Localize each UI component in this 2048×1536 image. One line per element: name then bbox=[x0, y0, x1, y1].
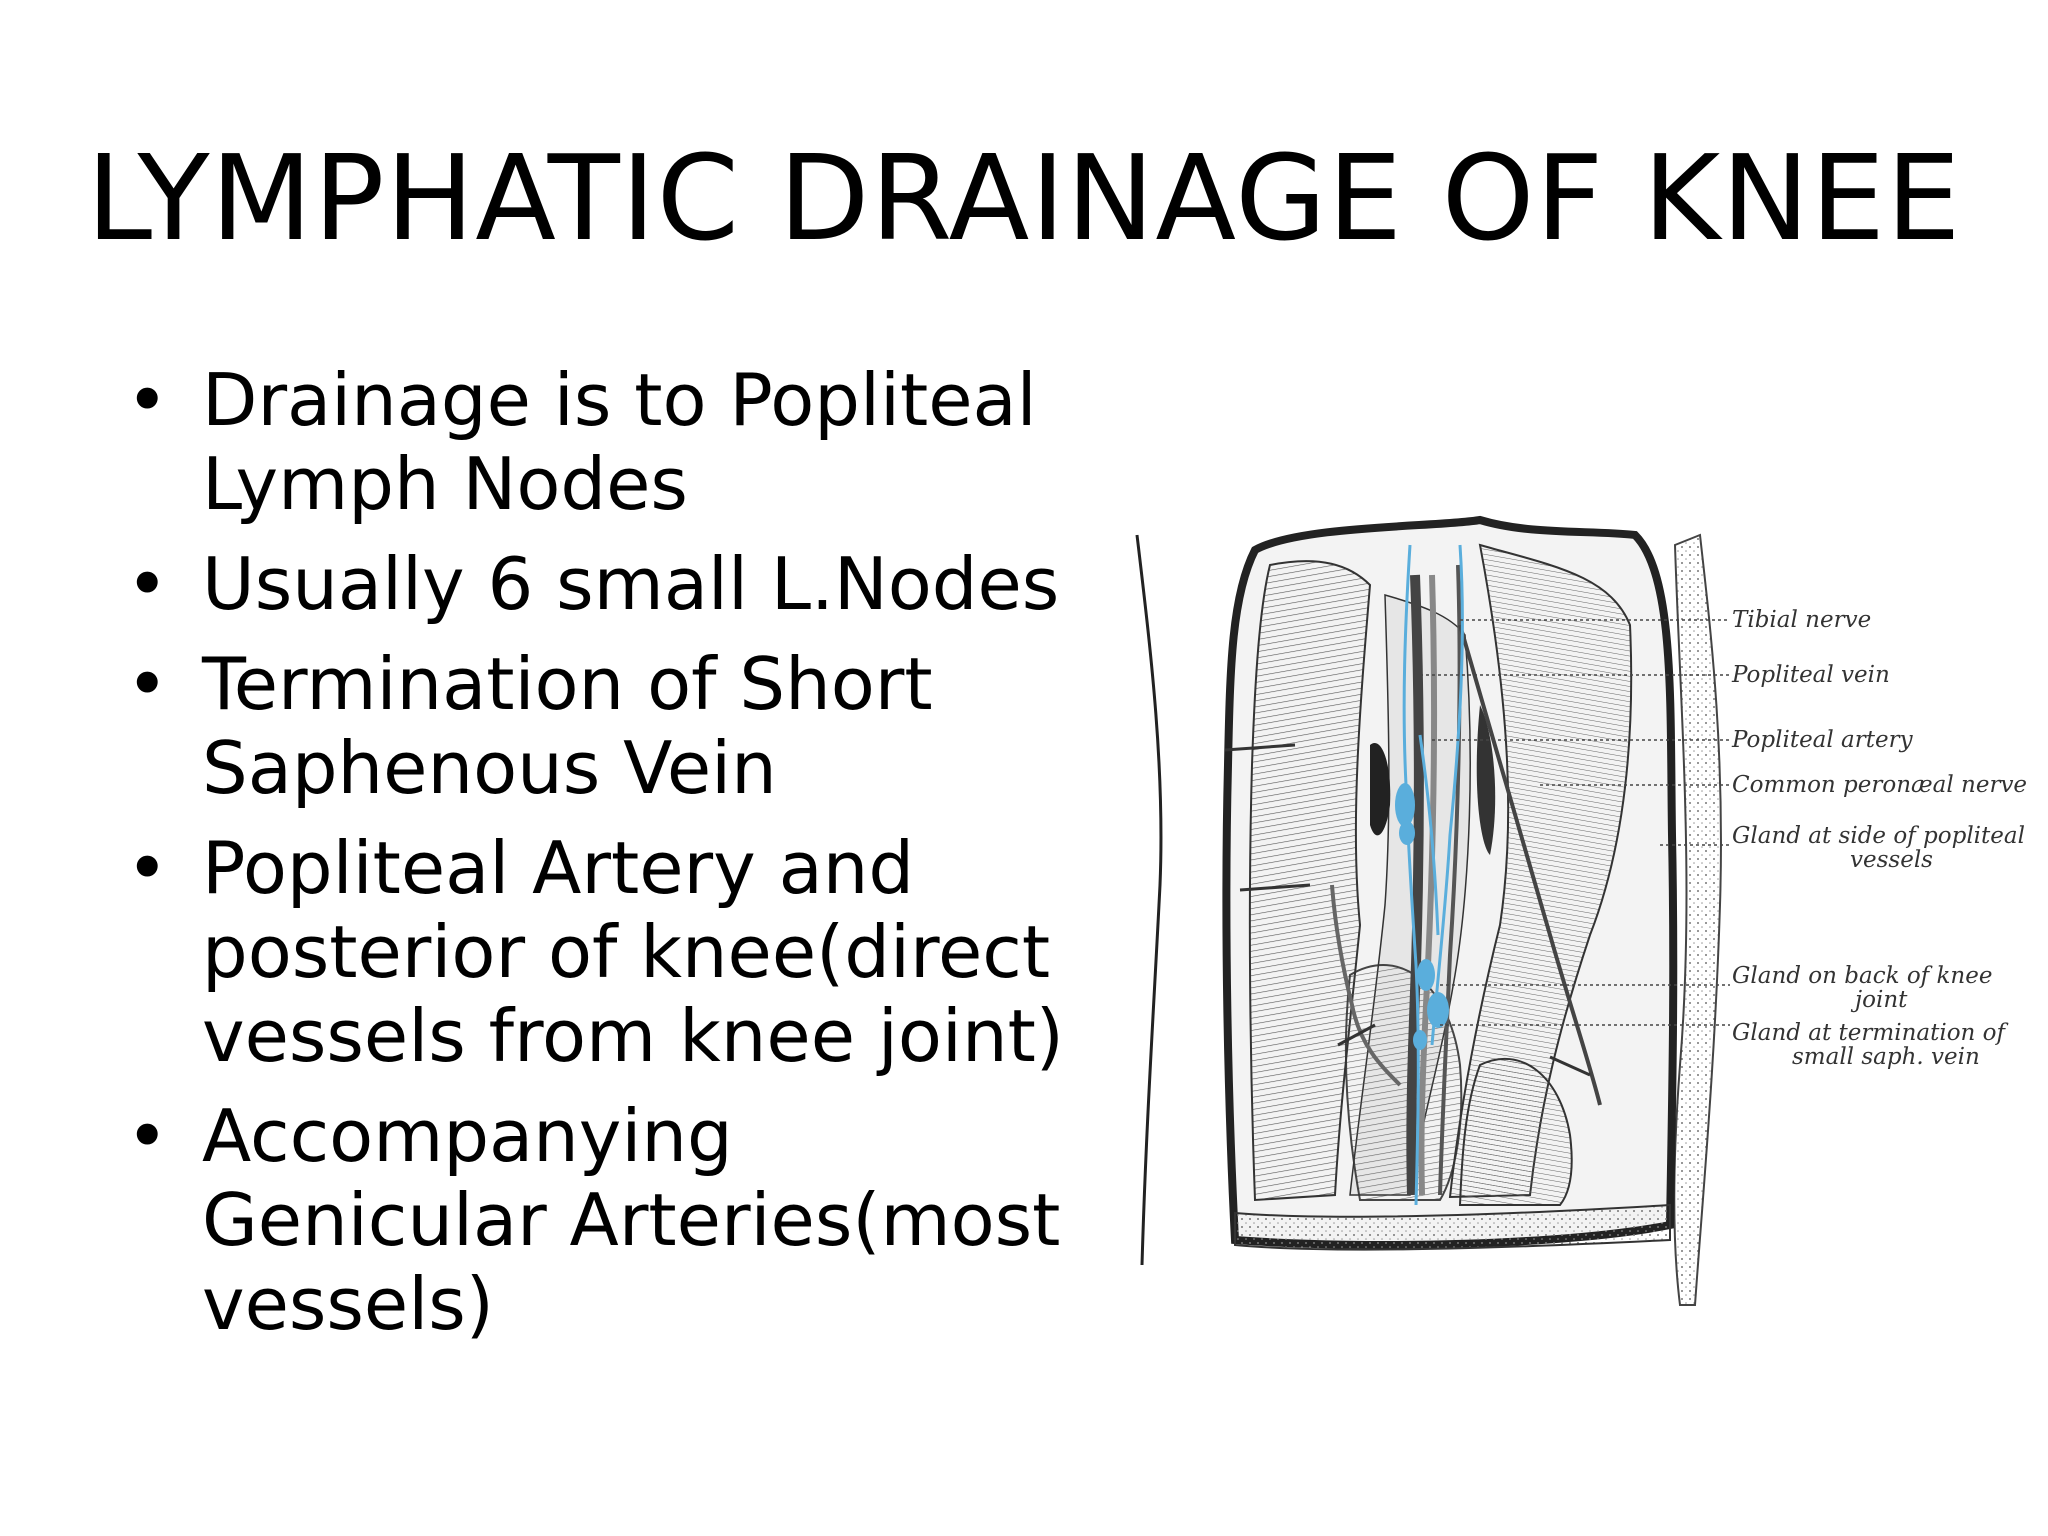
label-gland-side-line1: Gland at side of popliteal bbox=[1732, 823, 2025, 849]
knee-anatomy-illustration: Tibial nerve Popliteal vein Popliteal ar… bbox=[1135, 515, 2027, 1306]
leg-outline-left bbox=[1135, 534, 1163, 1266]
label-gland-term-line1: Gland at termination of bbox=[1732, 1020, 2009, 1046]
muscle-left-group bbox=[1248, 560, 1372, 1202]
retractor-hooks bbox=[1224, 743, 1591, 1077]
bullet-text: Termination of Short Saphenous Vein bbox=[202, 642, 933, 810]
saphenous-vein bbox=[1330, 884, 1402, 1087]
bottom-cut-edge bbox=[1234, 1203, 1671, 1251]
bullet-item: • Usually 6 small L.Nodes bbox=[120, 542, 1080, 626]
bullet-text: Drainage is to Popliteal Lymph Nodes bbox=[202, 358, 1037, 526]
tibial-nerve bbox=[1438, 564, 1462, 1196]
bullet-icon: • bbox=[126, 1094, 169, 1178]
bullet-item: • Drainage is to Popliteal Lymph Nodes bbox=[120, 358, 1080, 526]
bullet-list: • Drainage is to Popliteal Lymph Nodes • U… bbox=[120, 358, 1080, 1362]
fossa-shadow-right bbox=[1476, 705, 1496, 855]
label-gland-term-line2: small saph. vein bbox=[1792, 1044, 1980, 1070]
label-tibial-nerve: Tibial nerve bbox=[1732, 607, 1871, 633]
label-gland-back-line1: Gland on back of knee bbox=[1732, 963, 1992, 989]
common-peroneal-nerve bbox=[1458, 624, 1602, 1106]
skin-edge-right bbox=[1673, 533, 1722, 1306]
label-popliteal-artery: Popliteal artery bbox=[1731, 727, 1914, 753]
bullet-item: • Popliteal Artery and posterior of knee(… bbox=[120, 826, 1080, 1078]
bullet-item: • Termination of Short Saphenous Vein bbox=[120, 642, 1080, 810]
popliteal-artery bbox=[1418, 574, 1438, 1196]
label-gland-side-line2: vessels bbox=[1850, 847, 1933, 873]
bullet-icon: • bbox=[126, 642, 169, 726]
lymph-nodes bbox=[1395, 783, 1449, 1050]
label-gland-back-line2: joint bbox=[1850, 987, 1908, 1013]
bullet-icon: • bbox=[126, 826, 169, 910]
leader-lines bbox=[1420, 619, 1730, 1026]
fossa-shadow bbox=[1370, 743, 1391, 836]
bullet-icon: • bbox=[126, 542, 169, 626]
popliteal-vein bbox=[1406, 574, 1424, 1196]
label-popliteal-vein: Popliteal vein bbox=[1731, 662, 1890, 688]
bullet-text: Usually 6 small L.Nodes bbox=[202, 542, 1060, 626]
bullet-text: Popliteal Artery and posterior of knee(d… bbox=[202, 826, 1064, 1078]
bullet-item: • Accompanying Genicular Arteries(most ve… bbox=[120, 1094, 1080, 1346]
label-common-peroneal-nerve: Common peronæal nerve bbox=[1732, 772, 2027, 798]
gastrocnemius-muscle-right bbox=[1458, 1057, 1573, 1206]
bullet-icon: • bbox=[126, 358, 169, 442]
slide-title: LYMPHATIC DRAINAGE OF KNEE bbox=[86, 129, 1962, 267]
bullet-text: Accompanying Genicular Arteries(most ves… bbox=[202, 1094, 1061, 1346]
lymphatic-vessels bbox=[1402, 544, 1464, 1206]
